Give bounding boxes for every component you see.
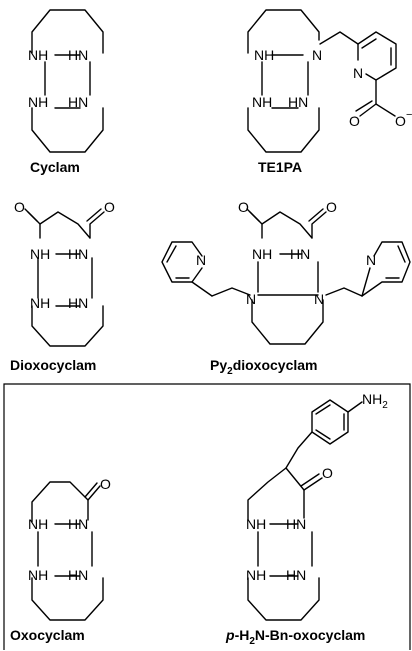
te1pa-nh-bottom: NH — [252, 94, 272, 110]
caption-dioxocyclam: Dioxocyclam — [10, 357, 96, 373]
oxo-o: O — [100, 476, 111, 492]
cyclam-hn-top-right: HN — [68, 47, 88, 63]
te1pa-carbonyl-o: O — [349, 113, 360, 129]
structure-oxocyclam: O NH HN NH HN Oxocyclam — [10, 476, 111, 643]
pbn-o: O — [322, 465, 333, 481]
dioxo-o-right: O — [104, 199, 115, 215]
dioxo-hn-bottom-right: HN — [68, 295, 88, 311]
caption-pbn-oxocyclam: p-H2N-Bn-oxocyclam — [225, 627, 365, 647]
oxo-hn-top: HN — [68, 516, 88, 532]
cyclam-nh-top-left: NH — [28, 47, 48, 63]
caption-cyclam: Cyclam — [30, 159, 80, 175]
structure-dioxocyclam: O O NH HN NH HN Dioxocyclam — [10, 199, 115, 373]
structure-pbn-oxocyclam: NH2 O NH HN NH HN p-H2N-Bn-oxocyclam — [225, 391, 388, 647]
te1pa-nh: NH — [254, 47, 274, 63]
py2-n-right: N — [314, 291, 324, 307]
cyclam-nh-bottom-left: NH — [28, 94, 48, 110]
py2-pyridine-n-left: N — [196, 252, 206, 268]
structure-cyclam: NH HN NH HN Cyclam — [28, 9, 104, 175]
dioxo-nh-bottom-left: NH — [30, 295, 50, 311]
py2-o-right: O — [326, 199, 337, 215]
py2-nh: NH — [252, 246, 272, 262]
pbn-hn-bottom: HN — [286, 567, 306, 583]
te1pa-o-minus: O — [395, 113, 406, 129]
oxo-nh-top: NH — [28, 516, 48, 532]
oxo-nh-bottom: NH — [28, 567, 48, 583]
te1pa-minus-charge: − — [406, 109, 412, 121]
pbn-hn-top: HN — [286, 516, 306, 532]
dioxo-o-left: O — [14, 199, 25, 215]
caption-oxocyclam: Oxocyclam — [10, 627, 85, 643]
py2-pyridine-n-right: N — [366, 252, 376, 268]
pbn-amine: NH2 — [362, 391, 388, 411]
dioxo-hn-top-right: HN — [68, 246, 88, 262]
py2-hn: HN — [290, 246, 310, 262]
boxed-section-border — [3, 383, 411, 650]
pbn-nh-top: NH — [246, 516, 266, 532]
te1pa-n-pendant: N — [312, 47, 322, 63]
te1pa-pyridine-n: N — [353, 65, 363, 81]
pbn-nh-bottom: NH — [246, 567, 266, 583]
py2-o-left: O — [238, 199, 249, 215]
structure-te1pa: NH N N NH HN O O − TE1PA — [247, 9, 412, 175]
oxo-hn-bottom: HN — [68, 567, 88, 583]
cyclam-hn-bottom-right: HN — [68, 94, 88, 110]
te1pa-hn-bottom: HN — [288, 94, 308, 110]
structure-py2dioxocyclam: O O NH HN N N N N Py2dioxocyclam — [161, 199, 411, 377]
py2-n-left: N — [246, 291, 256, 307]
caption-te1pa: TE1PA — [258, 159, 302, 175]
caption-py2dioxocyclam: Py2dioxocyclam — [210, 357, 318, 377]
dioxo-nh-top-left: NH — [30, 246, 50, 262]
